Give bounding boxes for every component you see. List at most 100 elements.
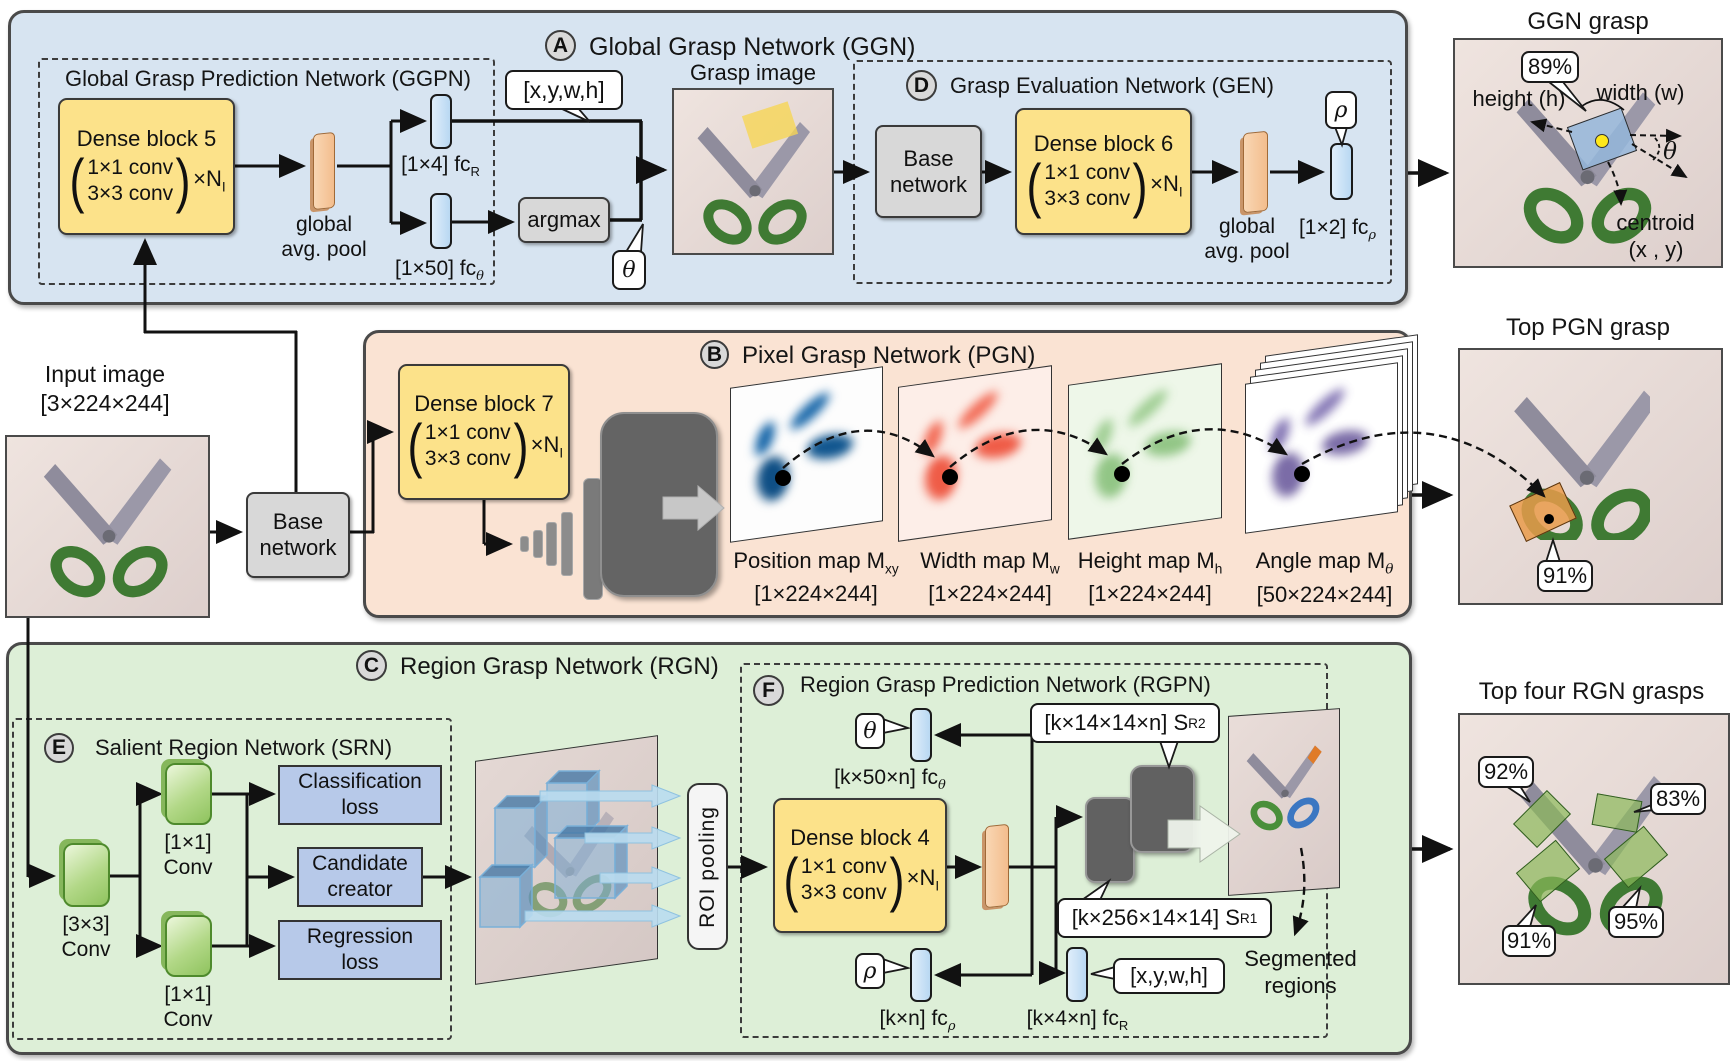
tag-D: D: [906, 70, 937, 101]
rgpn-fc-rho-bar: [910, 948, 932, 1002]
tag-C: C: [356, 650, 387, 681]
conv-3x3-block: [63, 843, 110, 907]
conv-3x3-label: [3×3]Conv: [61, 913, 111, 961]
xywh-callout: [x,y,w,h]: [505, 70, 623, 110]
panel-rgn-title: Region Grasp Network (RGN): [400, 653, 719, 680]
dense-block-6-title: Dense block 6: [1033, 130, 1174, 156]
grasp-image-photo: [672, 88, 834, 255]
height-annotation: height (h): [1472, 86, 1566, 111]
theta-callout: θ: [612, 250, 646, 290]
position-map-label: Position map Mxy[1×224×244]: [733, 548, 899, 607]
pyramid-bar: [533, 530, 543, 558]
ggn-score-callout: 89%: [1521, 51, 1579, 83]
dense-block-4-title: Dense block 4: [790, 824, 930, 850]
conv-1x1: 1×1 conv: [87, 155, 174, 179]
rho-callout: ρ: [1325, 91, 1357, 129]
position-map-dot: [775, 470, 791, 486]
rgpn-fc-theta-bar: [910, 708, 932, 762]
panel-pgn-title: Pixel Grasp Network (PGN): [742, 342, 1036, 369]
dense-block-5-title: Dense block 5: [76, 125, 217, 151]
angle-map-label: Angle map Mθ[50×224×244]: [1255, 548, 1394, 608]
conv-1x1-bottom-block: [165, 915, 212, 977]
ggn-grasp-title: GGN grasp: [1527, 8, 1649, 35]
paren-open-icon: (: [1026, 151, 1042, 219]
rgpn-fc-theta-label: [k×50×n] fcθ: [834, 766, 946, 794]
rgpn-fc-r-bar: [1066, 947, 1088, 1002]
argmax-box: argmax: [518, 197, 610, 243]
fc-theta-label: [1×50] fcθ: [395, 257, 484, 285]
tag-A: A: [545, 30, 576, 61]
dense-block-7-title: Dense block 7: [414, 391, 554, 416]
theta-annotation: θ: [1663, 139, 1677, 165]
rgpn-theta-callout: θ: [855, 713, 885, 749]
conv-1x1-top-block: [165, 763, 212, 825]
panel-ggn-title: Global Grasp Network (GGN): [589, 33, 916, 61]
angle-map-dot: [1294, 466, 1310, 482]
centroid-xy-annotation: (x , y): [1628, 237, 1684, 262]
width-map-dot: [942, 469, 958, 485]
tag-B: B: [700, 340, 729, 369]
rgn-grasps-title: Top four RGN grasps: [1478, 678, 1705, 705]
fc-rho-label: [1×2] fcρ: [1298, 216, 1377, 244]
fc-theta-bar: [430, 193, 452, 249]
roi-pooling-box: ROI pooling: [687, 783, 728, 950]
rgpn-fc-rho-label: [k×n] fcρ: [879, 1007, 956, 1035]
grasp-image-label: Grasp image: [690, 60, 816, 85]
height-map-label: Height map Mh[1×224×244]: [1077, 548, 1223, 607]
pgn-grasp-title: Top PGN grasp: [1505, 314, 1671, 341]
fc-r-label: [1×4] fcR: [401, 153, 480, 180]
srn-title: Salient Region Network (SRN): [95, 735, 393, 760]
conv-3x3: 3×3 conv: [87, 181, 174, 205]
ggn-grasp-photo: [1453, 38, 1723, 268]
ggpn-title: Global Grasp Prediction Network (GGPN): [65, 66, 471, 91]
centroid-annotation: centroid: [1616, 210, 1695, 235]
pyramid-bar: [561, 512, 573, 576]
rgpn-title: Region Grasp Prediction Network (RGPN): [800, 672, 1211, 697]
rgn-score-callout-3: 91%: [1502, 925, 1556, 957]
multiplier: ×NI: [193, 166, 226, 195]
rgn-score-callout-4: 95%: [1608, 906, 1664, 938]
tag-F: F: [753, 675, 784, 706]
pyramid-bar: [520, 536, 529, 552]
rgpn-fc-r-label: [k×4×n] fcR: [1026, 1007, 1129, 1034]
input-image-photo: [5, 435, 210, 618]
input-image-label: Input image[3×224×244]: [40, 361, 170, 416]
paren-open-icon: (: [783, 845, 799, 913]
paren-close-icon: ): [513, 412, 529, 479]
pgn-grasp-dot: [1544, 514, 1554, 524]
rgn-score-callout-2: 83%: [1650, 783, 1706, 815]
paren-open-icon: (: [69, 146, 85, 214]
pyramid-bar: [546, 522, 557, 566]
tag-A-letter: A: [552, 33, 569, 57]
fc-r-bar: [430, 94, 452, 149]
paren-close-icon: ): [1132, 151, 1148, 219]
tag-E: E: [44, 733, 74, 763]
paren-close-icon: ): [175, 146, 191, 214]
gen-title: Grasp Evaluation Network (GEN): [950, 73, 1274, 98]
pgn-score-callout: 91%: [1537, 560, 1593, 592]
rgn-score-callout-1: 92%: [1478, 756, 1534, 788]
paren-open-icon: (: [407, 412, 423, 479]
ggpn-dashed-box: [38, 58, 495, 285]
width-map-label: Width map Mw[1×224×244]: [920, 548, 1060, 607]
paren-close-icon: ): [889, 845, 905, 913]
width-annotation: width (w): [1596, 80, 1685, 105]
rgpn-xywh-callout: [x,y,w,h]: [1113, 958, 1225, 994]
